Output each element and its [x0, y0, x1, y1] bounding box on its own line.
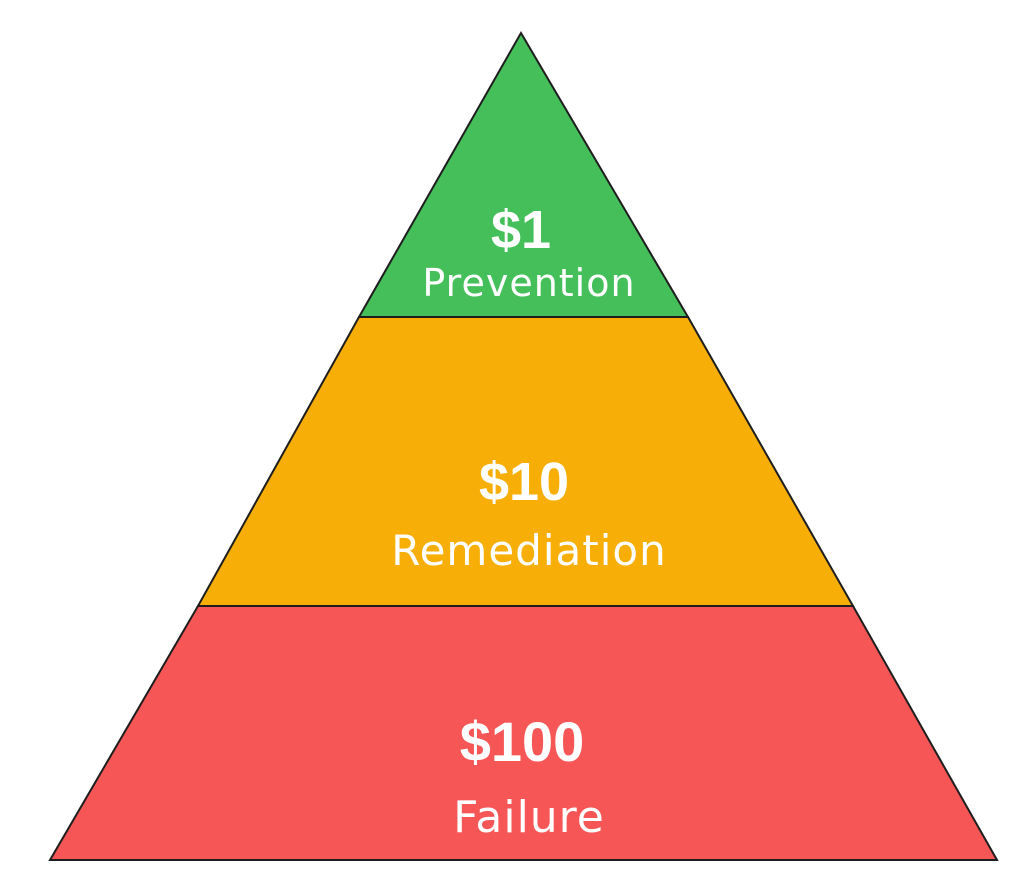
tier-prevention-value: $1 — [491, 200, 551, 260]
tier-failure: $100 Failure — [48, 605, 999, 861]
tier-failure-value: $100 — [460, 710, 585, 773]
tier-failure-shape — [48, 605, 999, 861]
tier-remediation: $10 Remediation — [196, 316, 855, 607]
tier-remediation-value: $10 — [479, 452, 569, 512]
tier-remediation-label: Remediation — [391, 526, 666, 575]
tier-prevention: $1 Prevention — [357, 31, 690, 318]
tier-prevention-label: Prevention — [422, 261, 635, 305]
tier-failure-label: Failure — [453, 792, 605, 843]
